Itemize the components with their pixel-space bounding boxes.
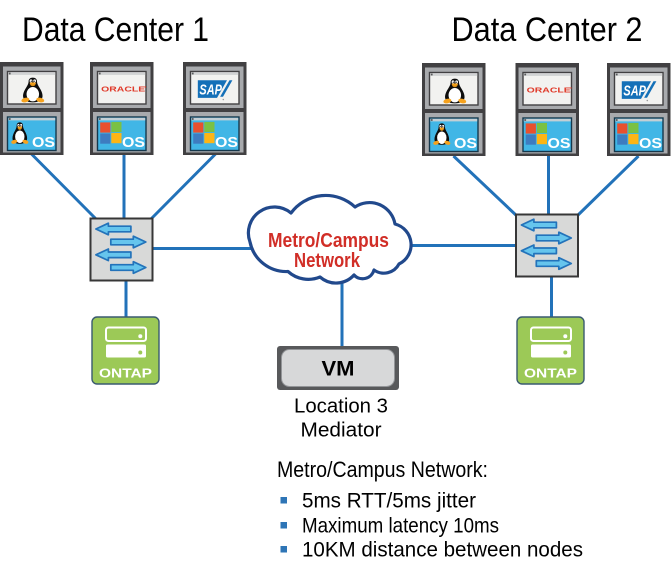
svg-text:Network: Network	[294, 249, 360, 272]
svg-text:Data Center 1: Data Center 1	[22, 11, 209, 49]
svg-text:Location 3: Location 3	[294, 396, 388, 418]
svg-text:Data Center 2: Data Center 2	[452, 11, 643, 49]
svg-text:Metro/Campus: Metro/Campus	[268, 229, 389, 252]
svg-text:Maximum latency 10ms: Maximum latency 10ms	[302, 515, 499, 538]
svg-text:Metro/Campus Network:: Metro/Campus Network:	[277, 457, 488, 482]
svg-text:VM: VM	[322, 358, 355, 381]
svg-text:Mediator: Mediator	[301, 420, 382, 442]
svg-text:5ms RTT/5ms jitter: 5ms RTT/5ms jitter	[302, 490, 476, 513]
svg-text:10KM distance between nodes: 10KM distance between nodes	[302, 539, 583, 562]
